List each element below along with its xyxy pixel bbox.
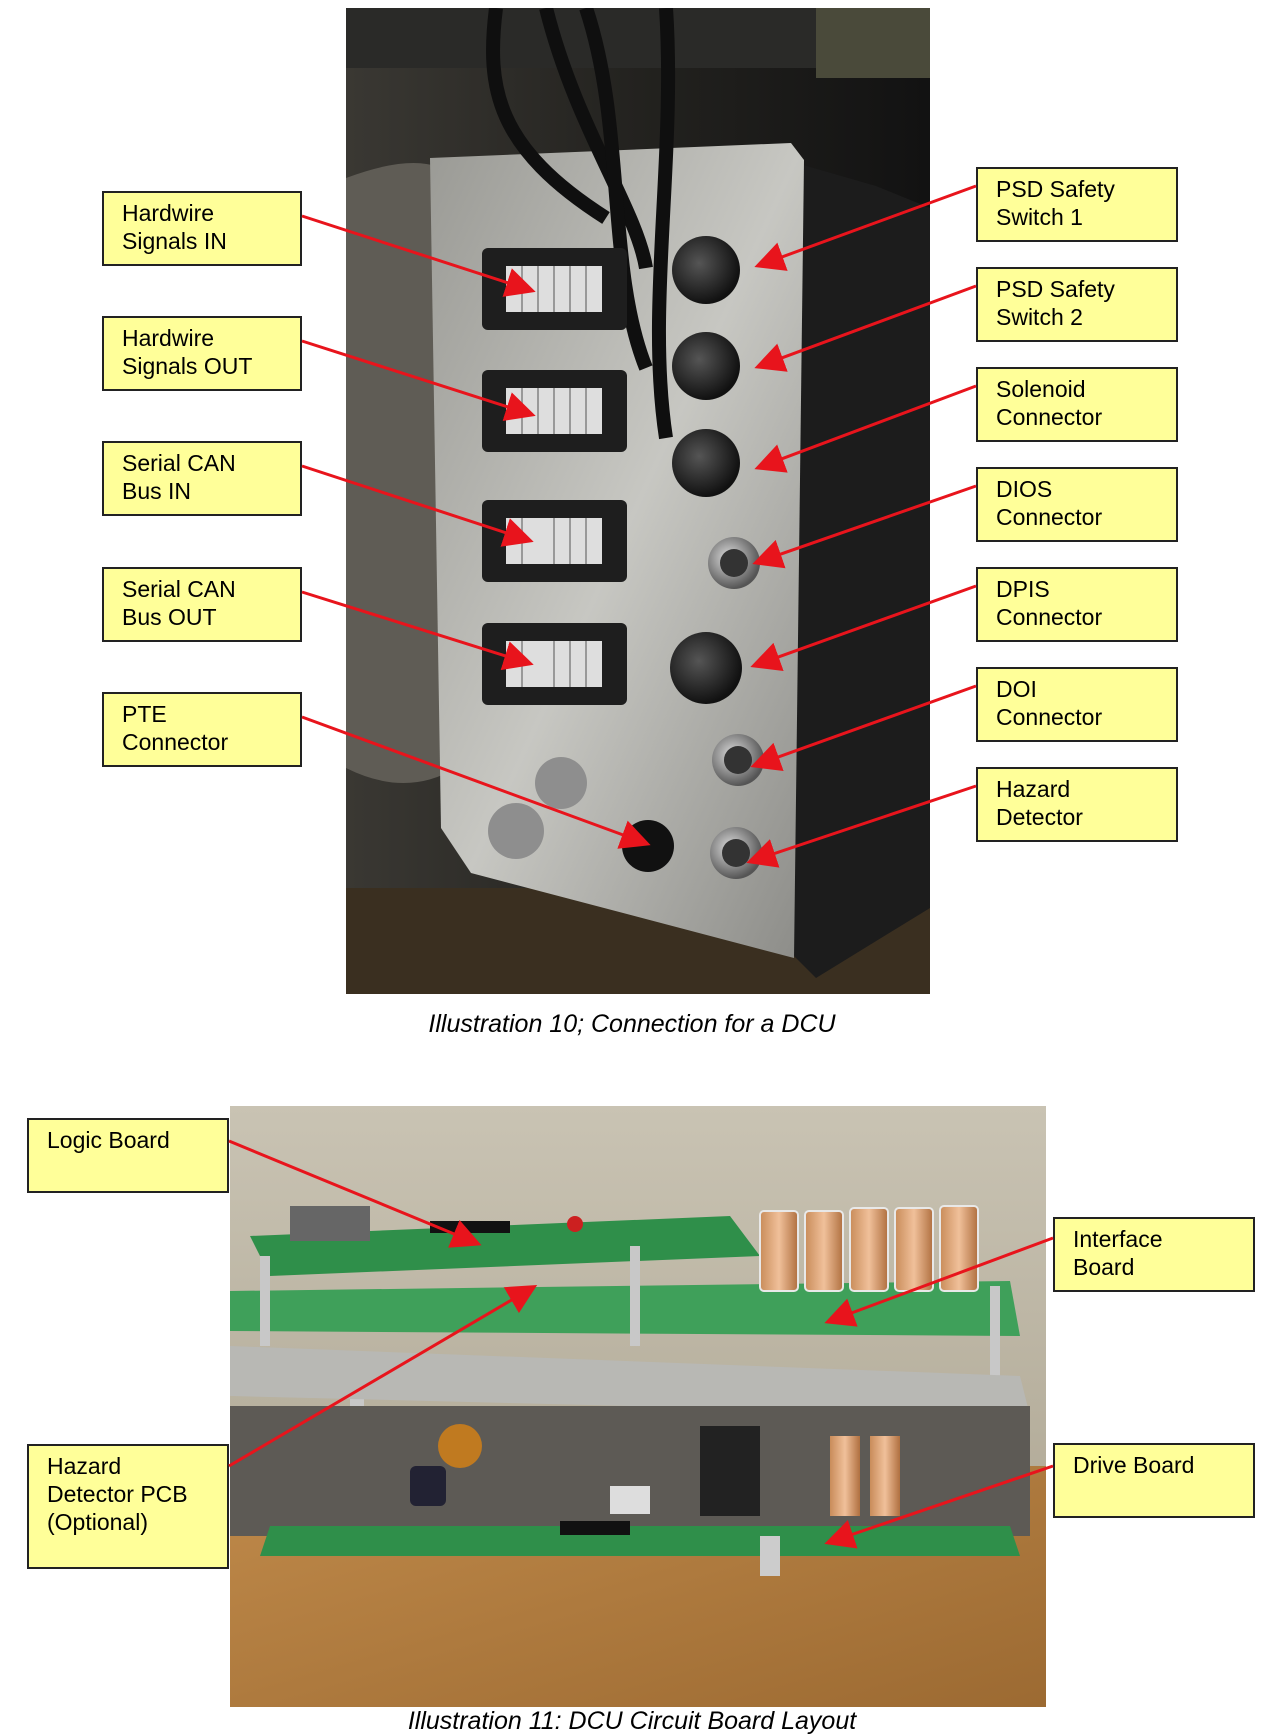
label-dpis-connector: DPIS Connector xyxy=(976,567,1178,642)
label-solenoid-connector: Solenoid Connector xyxy=(976,367,1178,442)
label-drive-board: Drive Board xyxy=(1053,1443,1255,1518)
label-dios-connector: DIOS Connector xyxy=(976,467,1178,542)
label-hazard-detector: Hazard Detector xyxy=(976,767,1178,842)
caption-illustration-11: Illustration 11: DCU Circuit Board Layou… xyxy=(407,1707,857,1735)
label-serial-can-bus-in: Serial CAN Bus IN xyxy=(102,441,302,516)
label-serial-can-bus-out: Serial CAN Bus OUT xyxy=(102,567,302,642)
label-psd-safety-switch-2: PSD Safety Switch 2 xyxy=(976,267,1178,342)
dcu-circuit-board-photo xyxy=(230,1106,1046,1707)
dcu-connection-photo xyxy=(346,8,930,994)
label-hardwire-signals-out: Hardwire Signals OUT xyxy=(102,316,302,391)
label-hazard-detector-pcb: Hazard Detector PCB (Optional) xyxy=(27,1444,229,1569)
dcu-connection-photo-image xyxy=(346,8,930,994)
dcu-circuit-board-photo-image xyxy=(230,1106,1046,1707)
caption-illustration-10: Illustration 10; Connection for a DCU xyxy=(428,1010,836,1038)
label-pte-connector: PTE Connector xyxy=(102,692,302,767)
label-doi-connector: DOI Connector xyxy=(976,667,1178,742)
label-logic-board: Logic Board xyxy=(27,1118,229,1193)
label-hardwire-signals-in: Hardwire Signals IN xyxy=(102,191,302,266)
label-psd-safety-switch-1: PSD Safety Switch 1 xyxy=(976,167,1178,242)
label-interface-board: Interface Board xyxy=(1053,1217,1255,1292)
